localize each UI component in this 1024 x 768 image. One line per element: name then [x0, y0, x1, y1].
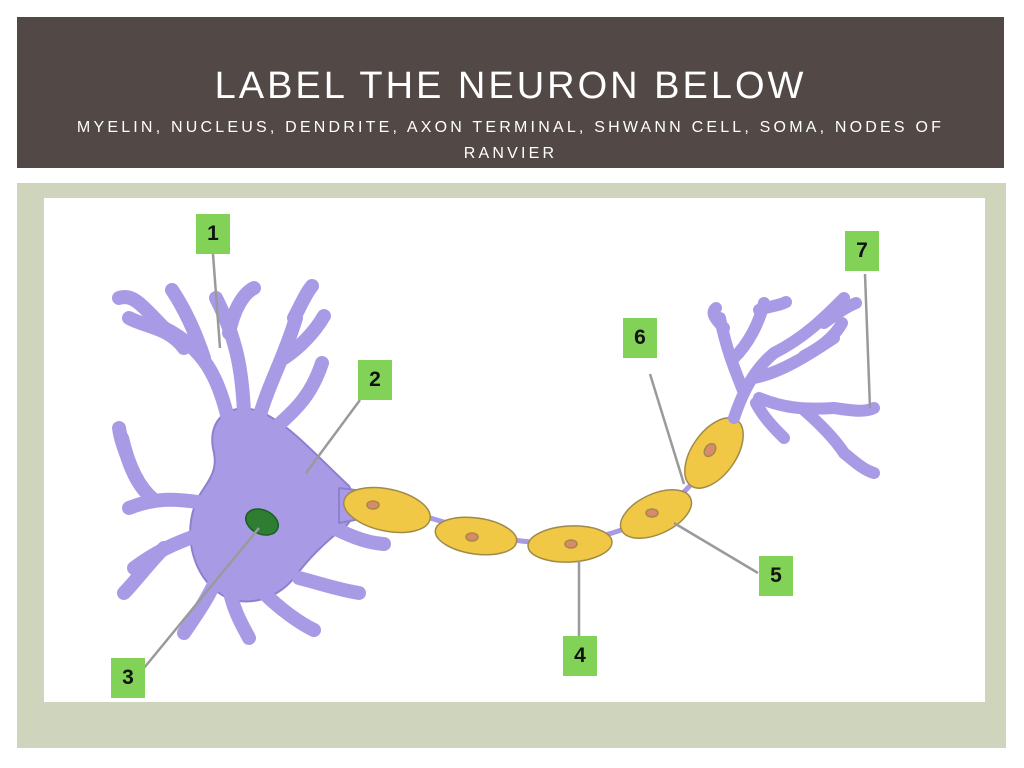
- leader-line-2: [304, 399, 362, 474]
- schwann-cell: [684, 417, 744, 489]
- myelin-sheath: [342, 417, 744, 563]
- slide-subtitle: MYELIN, NUCLEUS, DENDRITE, AXON TERMINAL…: [76, 119, 945, 162]
- leader-line-3: [143, 527, 260, 669]
- neuron-diagram: [44, 198, 985, 702]
- slide-title: LABEL THE NEURON BELOW: [214, 65, 807, 107]
- label-box-2: 2: [358, 360, 392, 400]
- label-box-5: 5: [759, 556, 793, 596]
- label-box-3: 3: [111, 658, 145, 698]
- schwann-cell: [527, 525, 613, 563]
- label-box-1: 1: [196, 214, 230, 254]
- label-box-4: 4: [563, 636, 597, 676]
- soma-and-dendrites: [112, 279, 391, 645]
- dendrites: [112, 279, 391, 645]
- leader-lines: [143, 253, 872, 669]
- nucleus: [245, 508, 279, 536]
- schwann-cell: [619, 489, 693, 539]
- schwann-cell: [434, 516, 518, 556]
- leader-line-5: [673, 521, 759, 575]
- schwann-cell: [342, 486, 432, 534]
- leader-line-6: [648, 373, 686, 485]
- label-box-7: 7: [845, 231, 879, 271]
- label-box-6: 6: [623, 318, 657, 358]
- leader-line-7: [863, 273, 872, 409]
- soma: [189, 407, 355, 603]
- axon: [383, 416, 737, 546]
- title-bar: LABEL THE NEURON BELOW MYELIN, NUCLEUS, …: [17, 17, 1004, 168]
- neuron-svg: [112, 253, 880, 669]
- axon-terminal: [707, 292, 880, 479]
- leader-line-1: [211, 253, 222, 349]
